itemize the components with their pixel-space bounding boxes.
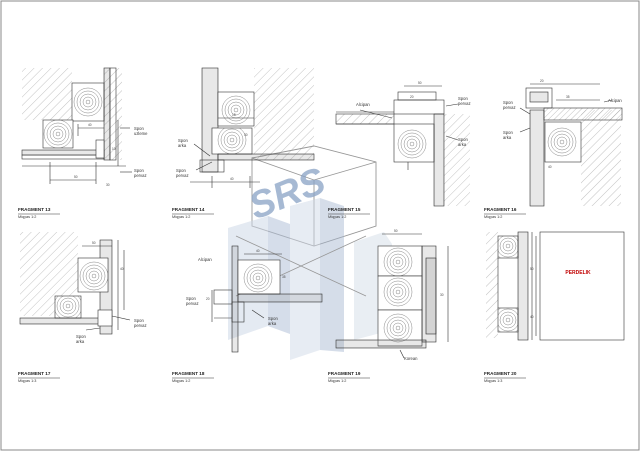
- f13-dim-b: 40: [88, 123, 92, 127]
- fragment-14-scale: Miqyas 1:2: [172, 215, 191, 219]
- f15-dim-b: 20: [410, 95, 414, 99]
- f18-dim-b: 20: [206, 297, 210, 301]
- fragment-13-scale: Miqyas 1:2: [18, 215, 37, 219]
- fragment-16-scale: Miqyas 1:2: [484, 215, 503, 219]
- f13-dim-d: 10: [112, 147, 116, 151]
- fragment-13-title: FRAGMENT 13: [18, 207, 51, 212]
- f20-dim-b: 40: [530, 315, 534, 319]
- f17-dim-b: 40: [120, 267, 124, 271]
- f14-dim-c: 30: [244, 133, 248, 137]
- fragment-20-drawing: [486, 231, 625, 341]
- fragment-17-title: FRAGMENT 17: [18, 371, 51, 376]
- f16-label-spon-arka: Spon arka: [503, 130, 513, 140]
- f14-label-spon-pervaz: Spon pervaz: [176, 168, 189, 178]
- f17-label-spon-arka: Spon arka: [76, 334, 86, 344]
- f14-label-spon-arka: Spon arka: [178, 138, 188, 148]
- fragment-18-drawing: [211, 245, 323, 353]
- fragment-17-scale: Miqyas 1:3: [18, 379, 37, 383]
- f18-label-alcipan: Alcipan: [198, 257, 212, 262]
- f16-label-spon-pervaz: Spon pervaz: [503, 100, 516, 110]
- f15-label-spon-pervaz: Spon pervaz: [458, 96, 471, 106]
- f19-label-korean: Korean: [404, 356, 418, 361]
- f17-label-spon-pervaz: Spon pervaz: [134, 318, 147, 328]
- f14-dim-b: 18: [232, 113, 236, 117]
- srs-watermark: SRS: [228, 145, 392, 360]
- title-underlines: [18, 213, 526, 379]
- f18-dim-c: 35: [282, 275, 286, 279]
- fragment-13-drawing: [21, 67, 132, 184]
- fragment-18-title: FRAGMENT 18: [172, 371, 205, 376]
- fragment-16-title: FRAGMENT 16: [484, 207, 517, 212]
- f20-dim-a: 50: [530, 267, 534, 271]
- f13-dim-a: 50: [74, 175, 78, 179]
- f13-label-spon-pervaz: Spon pervaz: [134, 168, 147, 178]
- f16-dim-b: 20: [540, 79, 544, 83]
- f19-dim-b: 30: [440, 293, 444, 297]
- f16-dim-c: 40: [548, 165, 552, 169]
- fragment-20-scale: Miqyas 1:3: [484, 379, 503, 383]
- f16-label-alcipan: Alcipan: [608, 98, 622, 103]
- f15-label-alcipan: Alcipan: [356, 102, 370, 107]
- f19-dim-a: 50: [394, 229, 398, 233]
- f18-label-spon-pervaz: Spon pervaz: [186, 296, 199, 306]
- fragment-15-title: FRAGMENT 15: [328, 207, 361, 212]
- fragment-20-title: FRAGMENT 20: [484, 371, 517, 376]
- fragment-19-drawing: [335, 233, 449, 359]
- fragment-14-drawing: [190, 67, 315, 188]
- f15-label-spon-arka: Spon arka: [458, 137, 468, 147]
- f13-dim-c: 30: [106, 183, 110, 187]
- perdelik-label: PERDELIK: [565, 270, 591, 276]
- f14-dim-a: 40: [230, 177, 234, 181]
- fragment-16-drawing: [519, 83, 623, 207]
- f15-dim-a: 50: [418, 81, 422, 85]
- fragment-15-drawing: [335, 85, 470, 207]
- fragment-18-scale: Miqyas 1:2: [172, 379, 191, 383]
- f18-label-spon-arka: Spon arka: [268, 316, 278, 326]
- f16-dim-a: 35: [566, 95, 570, 99]
- f13-label-spon-uzleme: Spon uzleme: [134, 126, 148, 136]
- fragment-15-scale: Miqyas 1:2: [328, 215, 347, 219]
- fragment-17-drawing: [19, 232, 131, 335]
- fragment-14-title: FRAGMENT 14: [172, 207, 205, 212]
- f18-dim-a: 40: [256, 249, 260, 253]
- f17-dim-a: 50: [92, 241, 96, 245]
- fragment-19-scale: Miqyas 1:2: [328, 379, 347, 383]
- fragment-19-title: FRAGMENT 19: [328, 371, 361, 376]
